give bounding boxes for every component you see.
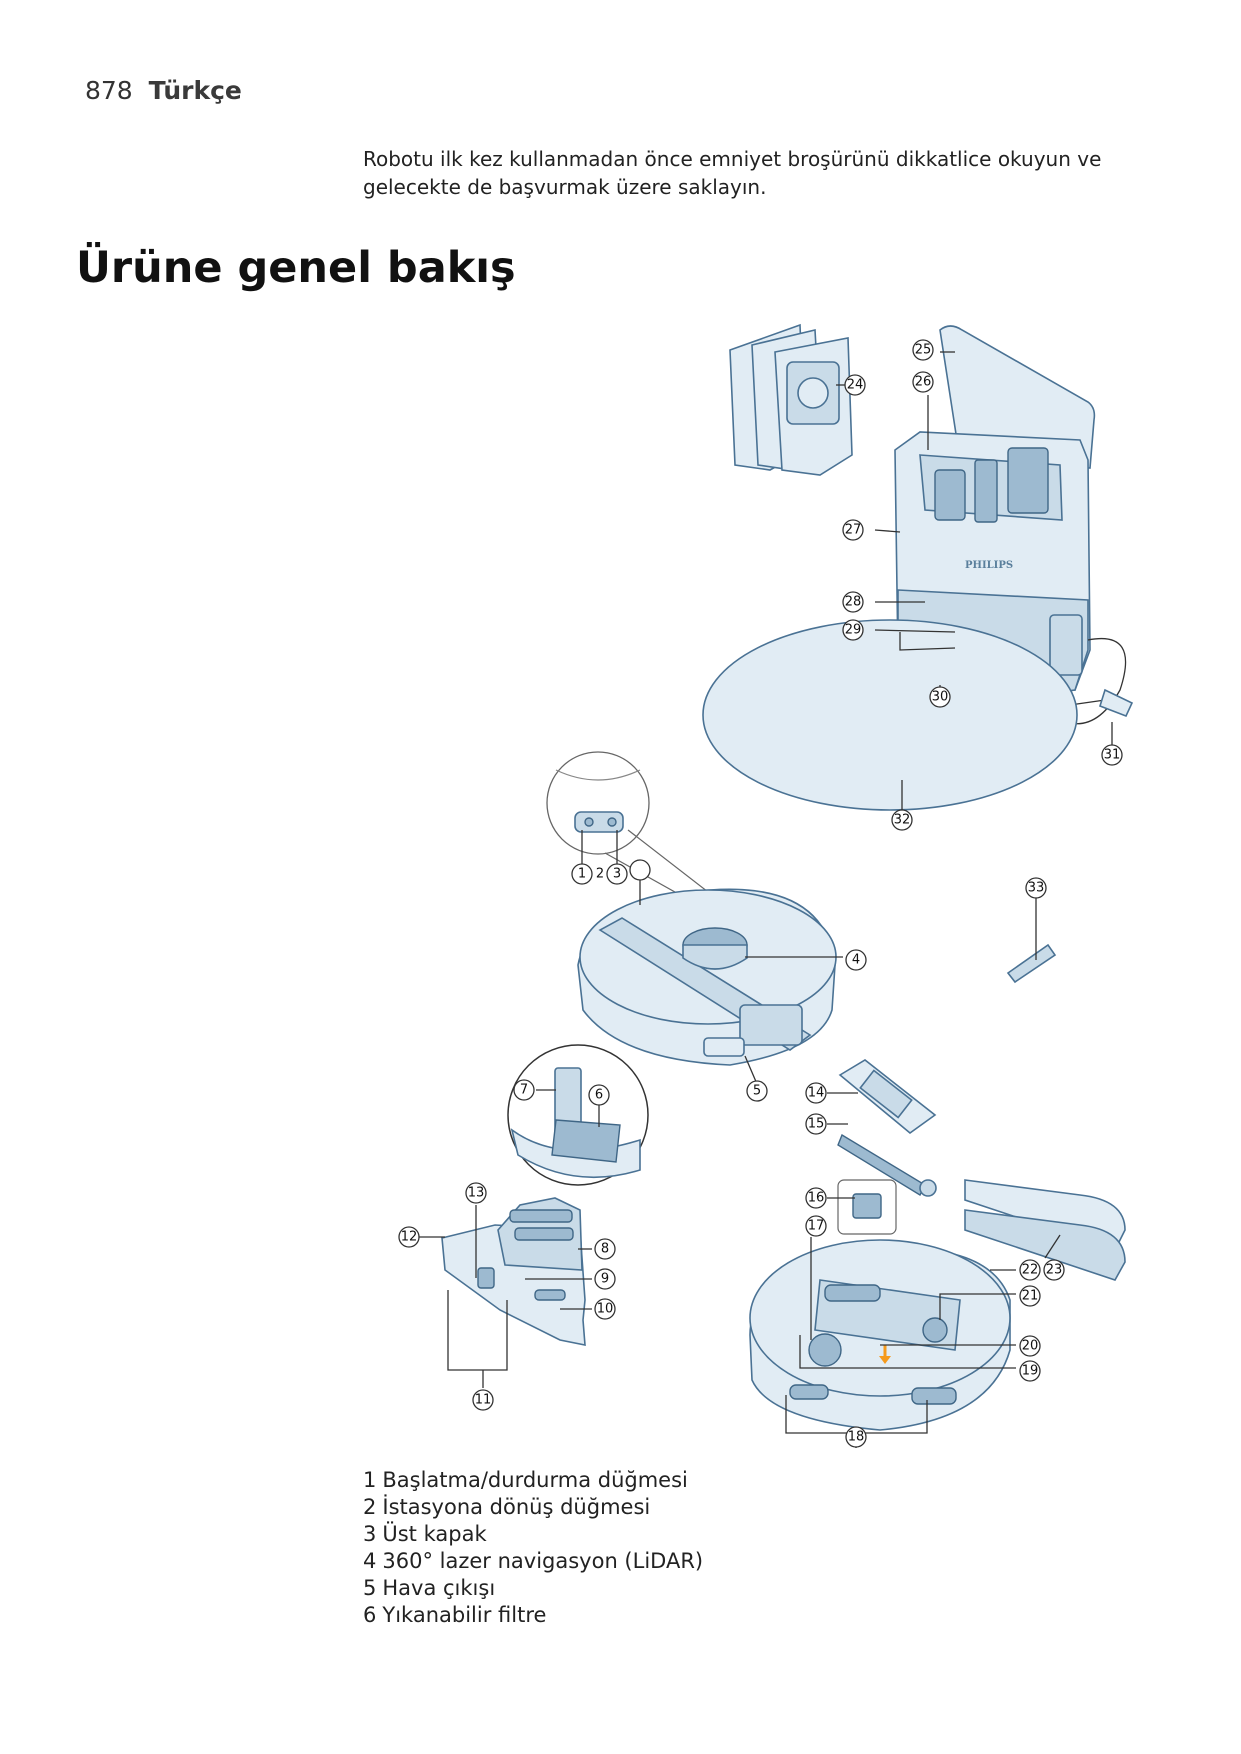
callout-9: 9	[594, 1268, 616, 1290]
svg-text:7: 7	[520, 1083, 528, 1098]
svg-text:21: 21	[1022, 1289, 1039, 1304]
svg-text:14: 14	[808, 1086, 825, 1101]
callout-4: 4	[845, 949, 867, 971]
button-zoom-detail	[546, 751, 753, 936]
callout-19: 19	[1019, 1360, 1041, 1382]
callout-11: 11	[472, 1389, 494, 1411]
svg-text:25: 25	[915, 343, 932, 358]
svg-text:33: 33	[1028, 881, 1045, 896]
svg-text:1: 1	[578, 867, 586, 882]
dust-bags	[729, 323, 853, 476]
callout-16: 16	[805, 1187, 827, 1209]
robot-top	[577, 888, 837, 1066]
callout-21: 21	[1019, 1285, 1041, 1307]
callout-31: 31	[1101, 744, 1123, 766]
svg-text:20: 20	[1022, 1339, 1039, 1354]
dustbin	[441, 1197, 586, 1346]
svg-text:28: 28	[845, 595, 862, 610]
callout-10: 10	[594, 1298, 616, 1320]
callout-18: 18	[845, 1426, 867, 1448]
svg-text:12: 12	[401, 1230, 418, 1245]
svg-text:10: 10	[597, 1302, 614, 1317]
svg-text:3: 3	[613, 867, 621, 882]
callout-13: 13	[465, 1182, 487, 1204]
filter-zoom-detail	[507, 1044, 649, 1186]
svg-text:17: 17	[808, 1219, 825, 1234]
callout-32: 32	[891, 809, 913, 831]
callout-1: 1	[571, 863, 593, 885]
callout-5: 5	[746, 1080, 768, 1102]
intro-line-1: Robotu ilk kez kullanmadan önce emniyet …	[363, 147, 1102, 171]
svg-text:30: 30	[932, 690, 949, 705]
svg-text:2: 2	[596, 867, 604, 882]
callout-29: 29	[842, 619, 864, 641]
intro-line-2: gelecekte de başvurmak üzere saklayın.	[363, 175, 767, 199]
svg-text:31: 31	[1104, 748, 1121, 763]
callout-20: 20	[1019, 1335, 1041, 1357]
callout-26: 26	[912, 371, 934, 393]
svg-text:6: 6	[595, 1088, 603, 1103]
svg-text:8: 8	[601, 1242, 609, 1257]
svg-text:16: 16	[808, 1191, 825, 1206]
callout-8: 8	[594, 1238, 616, 1260]
brush-cover	[838, 1059, 937, 1135]
svg-text:24: 24	[847, 378, 864, 393]
svg-text:26: 26	[915, 375, 932, 390]
page-header: 878 Türkçe	[85, 76, 242, 105]
svg-text:5: 5	[753, 1084, 761, 1099]
callout-14: 14	[805, 1082, 827, 1104]
callout-24: 24	[844, 374, 866, 396]
intro-text: Robotu ilk kez kullanmadan önce emniyet …	[363, 145, 1163, 201]
callout-22: 22	[1019, 1259, 1041, 1281]
page-language: Türkçe	[148, 76, 242, 105]
svg-text:32: 32	[894, 813, 911, 828]
svg-text:22: 22	[1022, 1263, 1039, 1278]
callout-23: 23	[1043, 1259, 1065, 1281]
callout-2: 2	[596, 867, 604, 882]
svg-text:11: 11	[475, 1393, 492, 1408]
brand-logo: PHILIPS	[965, 560, 1013, 571]
main-brush	[837, 1133, 937, 1197]
svg-text:19: 19	[1022, 1364, 1039, 1379]
callout-3: 3	[606, 863, 628, 885]
callout-27: 27	[842, 519, 864, 541]
callout-15: 15	[805, 1113, 827, 1135]
svg-text:13: 13	[468, 1186, 485, 1201]
callout-28: 28	[842, 591, 864, 613]
callout-7: 7	[513, 1079, 535, 1101]
page-number: 878	[85, 76, 133, 105]
station-mat	[702, 619, 1078, 811]
callout-33: 33	[1025, 877, 1047, 899]
svg-text:15: 15	[808, 1117, 825, 1132]
mop-pads	[964, 1179, 1126, 1281]
callout-6: 6	[588, 1084, 610, 1106]
callout-25: 25	[912, 339, 934, 361]
callout-17: 17	[805, 1215, 827, 1237]
svg-text:18: 18	[848, 1430, 865, 1445]
callout-12: 12	[398, 1226, 420, 1248]
brush-cleaning-tool	[1006, 943, 1057, 984]
svg-text:23: 23	[1046, 1263, 1063, 1278]
callout-30: 30	[929, 686, 951, 708]
svg-text:4: 4	[852, 953, 860, 968]
svg-text:29: 29	[845, 623, 862, 638]
svg-text:9: 9	[601, 1272, 609, 1287]
page-title: Ürüne genel bakış	[76, 243, 516, 293]
callout-blank	[629, 859, 651, 881]
svg-text:27: 27	[845, 523, 862, 538]
